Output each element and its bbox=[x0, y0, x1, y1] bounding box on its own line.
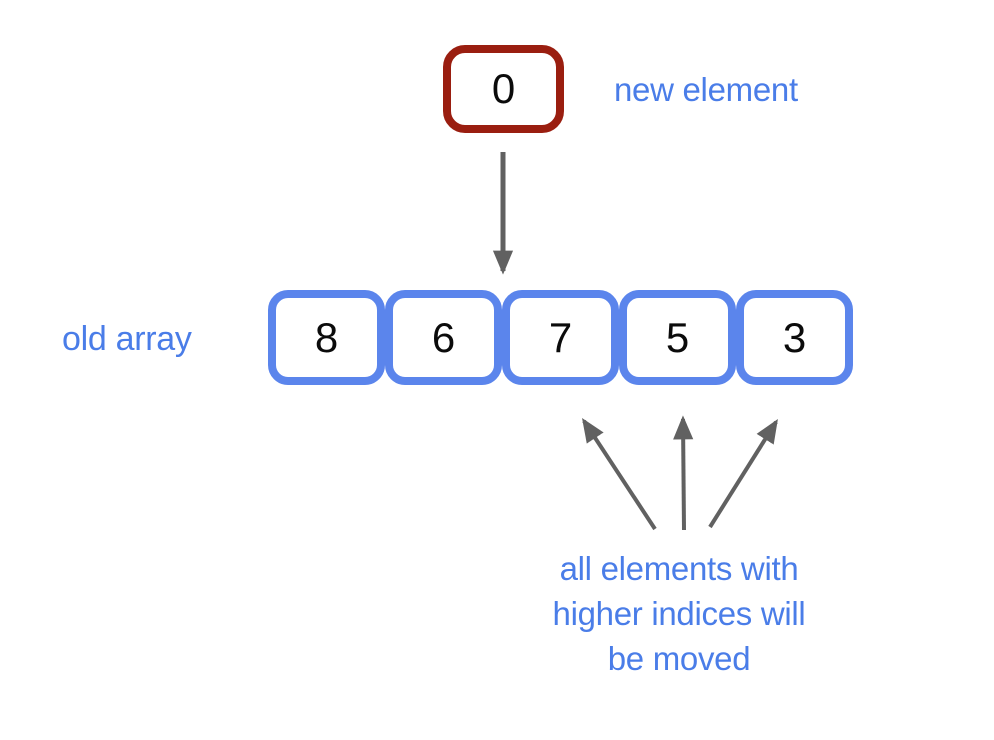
array-cell: 6 bbox=[385, 290, 502, 385]
old-array-label: old array bbox=[62, 320, 192, 358]
shift-up-left-arrow-icon bbox=[582, 417, 657, 531]
new-element-value: 0 bbox=[491, 65, 516, 112]
new-element-box: 0 bbox=[443, 45, 564, 133]
old-array-row: 8 6 7 5 3 bbox=[268, 290, 853, 385]
shift-annotation-line: higher indices will bbox=[552, 595, 806, 632]
shift-annotation-line: all elements with bbox=[559, 550, 799, 587]
array-cell: 5 bbox=[619, 290, 736, 385]
array-cell: 3 bbox=[736, 290, 853, 385]
new-element-label: new element bbox=[614, 71, 798, 108]
shift-annotation: all elements with higher indices will be… bbox=[499, 546, 859, 681]
array-cell-value: 3 bbox=[782, 313, 807, 361]
shift-up-middle-arrow-icon bbox=[673, 415, 694, 531]
array-cell: 7 bbox=[502, 290, 619, 385]
shift-up-right-arrow-icon bbox=[708, 418, 778, 529]
shift-annotation-line: be moved bbox=[607, 640, 751, 677]
array-cell-value: 6 bbox=[431, 313, 456, 361]
array-cell-value: 8 bbox=[314, 313, 339, 361]
array-cell: 8 bbox=[268, 290, 385, 385]
array-cell-value: 5 bbox=[665, 313, 690, 361]
array-cell-value: 7 bbox=[548, 313, 573, 361]
